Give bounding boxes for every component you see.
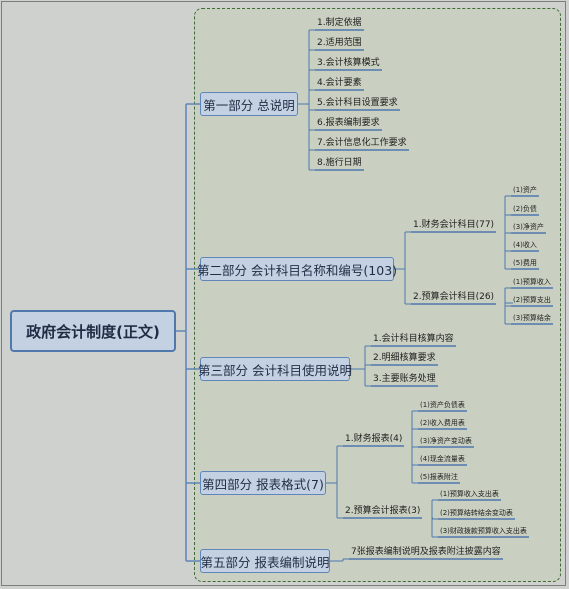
part-2-leaf[interactable]: (4)收入 xyxy=(513,241,537,249)
root-node[interactable]: 政府会计制度(正文) xyxy=(10,310,176,352)
part-4-subnode[interactable]: 1.财务报表(4) xyxy=(345,434,403,444)
part-4-subnode[interactable]: 2.预算会计报表(3) xyxy=(345,506,421,516)
part-1-item[interactable]: 8.施行日期 xyxy=(317,158,362,168)
part-5-item[interactable]: 7张报表编制说明及报表附注披露内容 xyxy=(351,547,501,557)
part-3-item[interactable]: 2.明细核算要求 xyxy=(373,353,436,363)
part-5-node[interactable]: 第五部分 报表编制说明 xyxy=(200,549,330,573)
part-4-leaf[interactable]: (3)净资产变动表 xyxy=(420,437,472,445)
part-1-node[interactable]: 第一部分 总说明 xyxy=(200,92,298,116)
part-1-item[interactable]: 5.会计科目设置要求 xyxy=(317,98,398,108)
part-2-leaf[interactable]: (3)净资产 xyxy=(513,223,544,231)
part-2-subnode[interactable]: 1.财务会计科目(77) xyxy=(413,220,495,230)
part-3-item[interactable]: 3.主要账务处理 xyxy=(373,374,436,384)
part-1-item[interactable]: 6.报表编制要求 xyxy=(317,118,380,128)
part-2-leaf[interactable]: (1)预算收入 xyxy=(513,278,551,286)
part-1-item[interactable]: 3.会计核算模式 xyxy=(317,58,380,68)
part-3-item[interactable]: 1.会计科目核算内容 xyxy=(373,334,454,344)
part-1-item[interactable]: 2.适用范围 xyxy=(317,38,362,48)
part-4-node[interactable]: 第四部分 报表格式(7) xyxy=(200,471,326,495)
part-2-subnode[interactable]: 2.预算会计科目(26) xyxy=(413,292,495,302)
part-1-item[interactable]: 1.制定依据 xyxy=(317,18,362,28)
part-4-leaf[interactable]: (1)资产负债表 xyxy=(420,401,465,409)
part-4-leaf[interactable]: (2)收入费用表 xyxy=(420,419,465,427)
part-2-leaf[interactable]: (5)费用 xyxy=(513,259,537,267)
part-4-leaf[interactable]: (2)预算结转结余变动表 xyxy=(440,509,513,517)
part-2-leaf[interactable]: (2)负债 xyxy=(513,205,537,213)
part-2-leaf[interactable]: (3)预算结余 xyxy=(513,314,551,322)
part-4-leaf[interactable]: (1)预算收入支出表 xyxy=(440,490,499,498)
part-3-node[interactable]: 第三部分 会计科目使用说明 xyxy=(198,357,352,381)
part-4-leaf[interactable]: (4)现金流量表 xyxy=(420,455,465,463)
part-1-item[interactable]: 7.会计信息化工作要求 xyxy=(317,138,407,148)
part-4-leaf[interactable]: (3)财政拨款预算收入支出表 xyxy=(440,527,527,535)
part-2-leaf[interactable]: (1)资产 xyxy=(513,186,537,194)
part-2-node[interactable]: 第二部分 会计科目名称和编号(103) xyxy=(197,257,397,281)
part-1-item[interactable]: 4.会计要素 xyxy=(317,78,362,88)
part-4-leaf[interactable]: (5)报表附注 xyxy=(420,473,458,481)
part-2-leaf[interactable]: (2)预算支出 xyxy=(513,296,551,304)
